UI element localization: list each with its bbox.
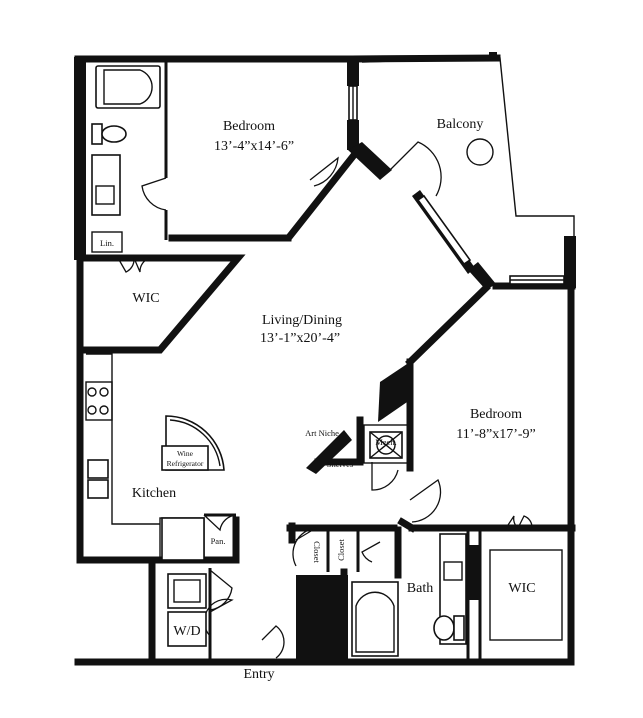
shelves-name: Shelves [327, 459, 353, 469]
doors [117, 141, 533, 659]
pantry-name: Pan. [211, 536, 226, 546]
kitchen-name: Kitchen [132, 486, 176, 501]
closet2-name: Closet [336, 539, 346, 561]
bath-name: Bath [407, 581, 433, 596]
walls [74, 52, 576, 666]
fixtures [85, 65, 563, 657]
wic2-name: WIC [508, 581, 535, 596]
living-dims: 13’-1”x20’-4” [260, 331, 340, 346]
bedroom1-dims: 13’-4”x14’-6” [214, 139, 294, 154]
living-name: Living/Dining [262, 313, 342, 328]
closet1-name: Closet [312, 541, 322, 563]
room-labels: Bedroom 13’-4”x14’-6” Balcony Lin. WIC L… [100, 117, 536, 682]
mech-name: Mech. [375, 437, 396, 447]
art-niche-name: Art Niche [305, 428, 339, 438]
entry-name: Entry [243, 667, 274, 682]
balcony-outline [361, 57, 575, 240]
wic1-name: WIC [132, 291, 159, 306]
bedroom2-dims: 11’-8”x17’-9” [456, 427, 536, 442]
balcony-name: Balcony [437, 117, 484, 132]
linen-name: Lin. [100, 238, 114, 248]
bedroom1-name: Bedroom [223, 119, 275, 134]
bedroom2-name: Bedroom [470, 407, 522, 422]
wine-line1: Wine [177, 449, 194, 458]
windows [348, 85, 565, 285]
wine-line2: Refrigerator [167, 459, 204, 468]
wd-name: W/D [173, 624, 200, 639]
